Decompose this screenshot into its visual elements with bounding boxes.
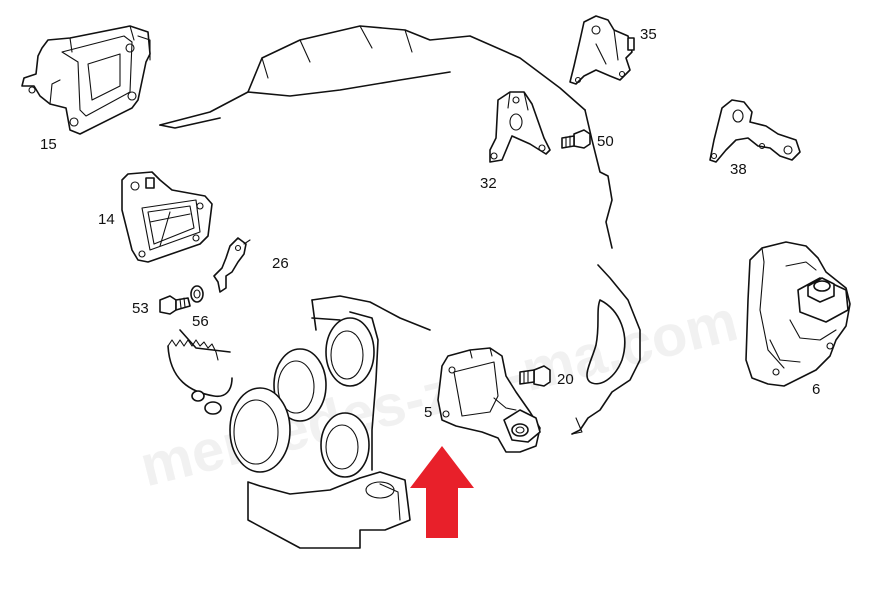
part-53-bolt	[159, 295, 191, 315]
callout-53: 53	[132, 300, 149, 317]
part-35-bracket	[569, 15, 635, 85]
part-15-bracket	[21, 25, 151, 135]
callout-15: 15	[40, 136, 57, 153]
part-14-bracket	[121, 171, 213, 263]
callout-6: 6	[812, 381, 820, 398]
callout-5: 5	[424, 404, 432, 421]
part-26-clip	[213, 237, 251, 293]
part-5-engine-mount-bracket	[437, 347, 541, 453]
callout-50: 50	[597, 133, 614, 150]
callout-26: 26	[272, 255, 289, 272]
callout-38: 38	[730, 161, 747, 178]
part-56-washer	[190, 285, 204, 303]
callout-35: 35	[640, 26, 657, 43]
callout-32: 32	[480, 175, 497, 192]
red-indicator-arrow	[410, 446, 474, 538]
engine-block-outline	[159, 25, 641, 435]
callout-56: 56	[192, 313, 209, 330]
part-38-bracket	[709, 99, 801, 163]
part-20-bolt	[519, 365, 551, 387]
front-pulleys	[167, 311, 411, 549]
part-32-bracket	[489, 91, 551, 163]
part-6-engine-mount	[745, 241, 851, 387]
callout-20: 20	[557, 371, 574, 388]
part-50-bolt	[561, 129, 591, 149]
callout-14: 14	[98, 211, 115, 228]
